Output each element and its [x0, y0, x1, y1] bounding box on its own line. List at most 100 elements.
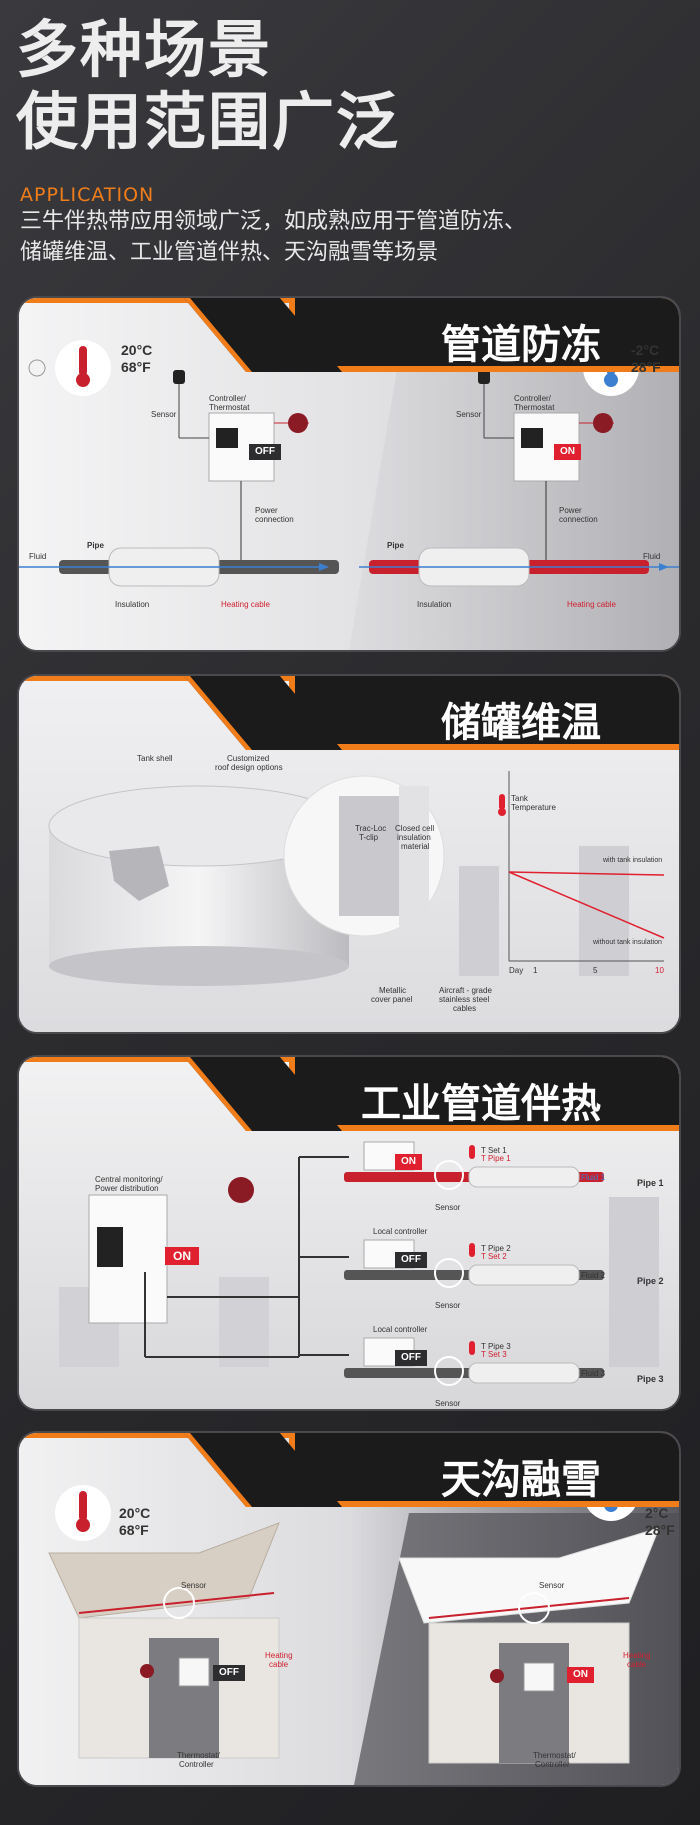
panel-gutter: 天沟融雪 20°C 68°F 2°C 28°F OFF ON Sensor He…	[19, 1433, 679, 1785]
metallic-label-2: cover panel	[371, 995, 413, 1004]
panel-title: 管道防冻	[441, 322, 601, 368]
heating-label-right-1: Heating	[623, 1651, 651, 1660]
page-title: 多种场景 使用范围广泛	[16, 14, 400, 158]
panel-industrial: 工业管道伴热 Central monitoring/ Power distrib…	[19, 1057, 679, 1409]
day-tick-1: 1	[533, 966, 538, 975]
pipe3-status: OFF	[395, 1350, 427, 1366]
panel-title: 天沟融雪	[441, 1457, 601, 1503]
description-line-2: 储罐维温、工业管道伴热、天沟融雪等场景	[20, 240, 439, 265]
thermo-label-right-2: Controller	[535, 1760, 570, 1769]
trac-label-1: Trac-Loc	[355, 824, 387, 833]
metallic-label-1: Metallic	[379, 986, 407, 995]
left-temperature: 20°C 68°F	[121, 342, 152, 376]
thermo-label-1: Thermostat/	[177, 1751, 220, 1760]
central-label-1: Central monitoring/	[95, 1175, 163, 1184]
pipe3-t2: T Set 3	[481, 1350, 507, 1359]
tank-shell-label: Tank shell	[137, 754, 173, 763]
pipe3-t1: T Pipe 3	[481, 1342, 511, 1351]
controller-label-right-2: Thermostat	[514, 403, 555, 412]
pipe1-status: ON	[395, 1154, 422, 1170]
pipe-label-right: Pipe	[387, 541, 404, 550]
power-icon	[288, 413, 308, 433]
temp-c: 20°C	[121, 342, 153, 358]
pipe3-name: Pipe 3	[637, 1374, 664, 1384]
trac-label-2: T-clip	[359, 833, 379, 842]
power-label: Power	[255, 506, 278, 515]
description: 三牛伴热带应用领域广泛，如成熟应用于管道防冻、 储罐维温、工业管道伴热、天沟融雪…	[20, 206, 690, 268]
temp-f: 68°F	[121, 359, 151, 375]
without-insulation-label: without tank insulation	[593, 939, 662, 946]
status-off: OFF	[213, 1665, 245, 1681]
panel-title-tab	[289, 298, 679, 372]
heating-cable-label: Heating cable	[221, 600, 270, 609]
panel-title-tab	[289, 676, 679, 750]
panel-tank: 储罐维温 Tank shell Customized roof design o…	[19, 676, 679, 1032]
tank-temp-label-1: Tank	[511, 794, 528, 803]
day-tick-10: 10	[655, 966, 664, 975]
controller-label: Controller/	[209, 394, 246, 403]
pipe2-status: OFF	[395, 1252, 427, 1268]
sensor-label-right: Sensor	[539, 1581, 565, 1590]
pipe2-t1: T Pipe 2	[481, 1244, 511, 1253]
sensor-label: Sensor	[181, 1581, 207, 1590]
closed-label-1: Closed cell	[395, 824, 435, 833]
panel-title-tab	[289, 1433, 679, 1507]
pipe1-name: Pipe 1	[637, 1178, 664, 1188]
sensor-label-2: Sensor	[435, 1301, 461, 1310]
day-label: Day	[509, 966, 524, 975]
power-label-right: Power	[559, 506, 582, 515]
fluid-label: Fluid	[29, 552, 47, 561]
temp-c: -2°C	[631, 342, 660, 358]
controller-label-right: Controller/	[514, 394, 551, 403]
status-on: ON	[567, 1667, 594, 1683]
pipe2-t2: T Set 2	[481, 1252, 507, 1261]
insulation-label-right: Insulation	[417, 600, 452, 609]
pipe3-fluid: Fluid 3	[581, 1369, 606, 1378]
temp-f: 68°F	[119, 1522, 149, 1538]
description-line-1: 三牛伴热带应用领域广泛，如成熟应用于管道防冻、	[20, 209, 527, 234]
temp-f: 28°F	[645, 1522, 675, 1538]
temp-c: 2°C	[645, 1505, 669, 1521]
heating-label-1: Heating	[265, 1651, 293, 1660]
title-line-1: 多种场景	[16, 13, 273, 86]
temp-c: 20°C	[119, 1505, 151, 1521]
heating-label-right-2: cable	[627, 1660, 647, 1669]
title-line-2: 使用范围广泛	[16, 85, 401, 158]
pipe1-t2: T Pipe 1	[481, 1154, 511, 1163]
local-controller-label-3: Local controller	[373, 1325, 428, 1334]
aircraft-label-2: stainless steel	[439, 995, 490, 1004]
thermo-label-2: Controller	[179, 1760, 214, 1769]
pipe-label: Pipe	[87, 541, 104, 550]
roof-label-1: Customized	[227, 754, 270, 763]
panel-pipe-freeze: 管道防冻 20°C 68°F -2°C 28°F OFF ON Sensor C…	[19, 298, 679, 650]
thermo-label-right-1: Thermostat/	[533, 1751, 576, 1760]
pipe2-name: Pipe 2	[637, 1276, 664, 1286]
sensor-label: Sensor	[151, 410, 177, 419]
status-on: ON	[554, 444, 581, 460]
controller-label-2: Thermostat	[209, 403, 250, 412]
insulation-label: Insulation	[115, 600, 150, 609]
application-label: APPLICATION	[20, 184, 155, 206]
power-label-right-2: connection	[559, 515, 598, 524]
tank-temp-label-2: Temperature	[511, 803, 556, 812]
aircraft-label-1: Aircraft - grade	[439, 986, 492, 995]
heating-cable-label-right: Heating cable	[567, 600, 616, 609]
central-label-2: Power distribution	[95, 1184, 159, 1193]
local-controller-label-2: Local controller	[373, 1227, 428, 1236]
sensor-label-1: Sensor	[435, 1203, 461, 1212]
temp-f: 28°F	[631, 359, 661, 375]
with-insulation-label: with tank insulation	[603, 857, 663, 864]
pipe2-fluid: Fluid 2	[581, 1271, 606, 1280]
status-off: OFF	[249, 444, 281, 460]
panel-title: 储罐维温	[441, 700, 601, 746]
right-temperature: -2°C 28°F	[631, 342, 661, 376]
closed-label-2: insulation	[397, 833, 431, 842]
left-temperature: 20°C 68°F	[119, 1505, 150, 1539]
power-label-2: connection	[255, 515, 294, 524]
roof-label-2: roof design options	[215, 763, 283, 772]
closed-label-3: material	[401, 842, 430, 851]
main-status-on: ON	[165, 1247, 199, 1265]
panel-title: 工业管道伴热	[361, 1081, 601, 1127]
aircraft-label-3: cables	[453, 1004, 477, 1013]
sensor-label-right: Sensor	[456, 410, 482, 419]
